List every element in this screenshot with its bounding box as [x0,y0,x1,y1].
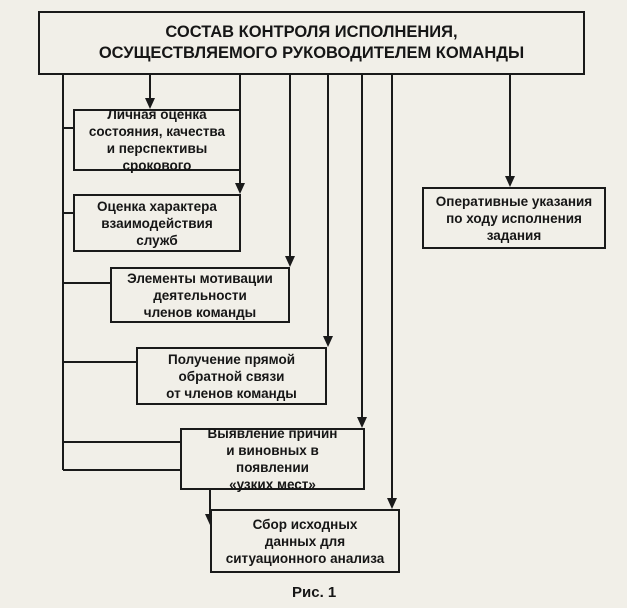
item-label: Получение прямой обратной связи от члено… [166,351,297,401]
item-box-feedback: Получение прямой обратной связи от члено… [136,347,327,405]
diagram-title-box: СОСТАВ КОНТРОЛЯ ИСПОЛНЕНИЯ, ОСУЩЕСТВЛЯЕМ… [38,11,585,75]
item-label: Оценка характера взаимодействия служб [97,198,217,248]
figure-caption: Рис. 1 [292,584,337,601]
item-label: Сбор исходных данных для ситуационного а… [225,516,385,566]
item-label: Элементы мотивации деятельности членов к… [127,270,273,320]
item-box-motivation: Элементы мотивации деятельности членов к… [110,267,290,323]
item-label: Оперативные указания по ходу исполнения … [435,193,593,243]
item-box-personal-assessment: Личная оценка состояния, качества и перс… [73,107,241,173]
item-box-bottlenecks: Выявление причин и виновных в появлении … [180,426,365,492]
item-box-data-collection: Сбор исходных данных для ситуационного а… [210,509,400,573]
item-box-operational-instructions: Оперативные указания по ходу исполнения … [422,187,606,249]
diagram-title: СОСТАВ КОНТРОЛЯ ИСПОЛНЕНИЯ, ОСУЩЕСТВЛЯЕМ… [98,23,525,62]
item-label: Выявление причин и виновных в появлении … [207,426,338,492]
item-label: Личная оценка состояния, качества и перс… [88,107,226,173]
item-box-interaction-assessment: Оценка характера взаимодействия служб [73,194,241,252]
